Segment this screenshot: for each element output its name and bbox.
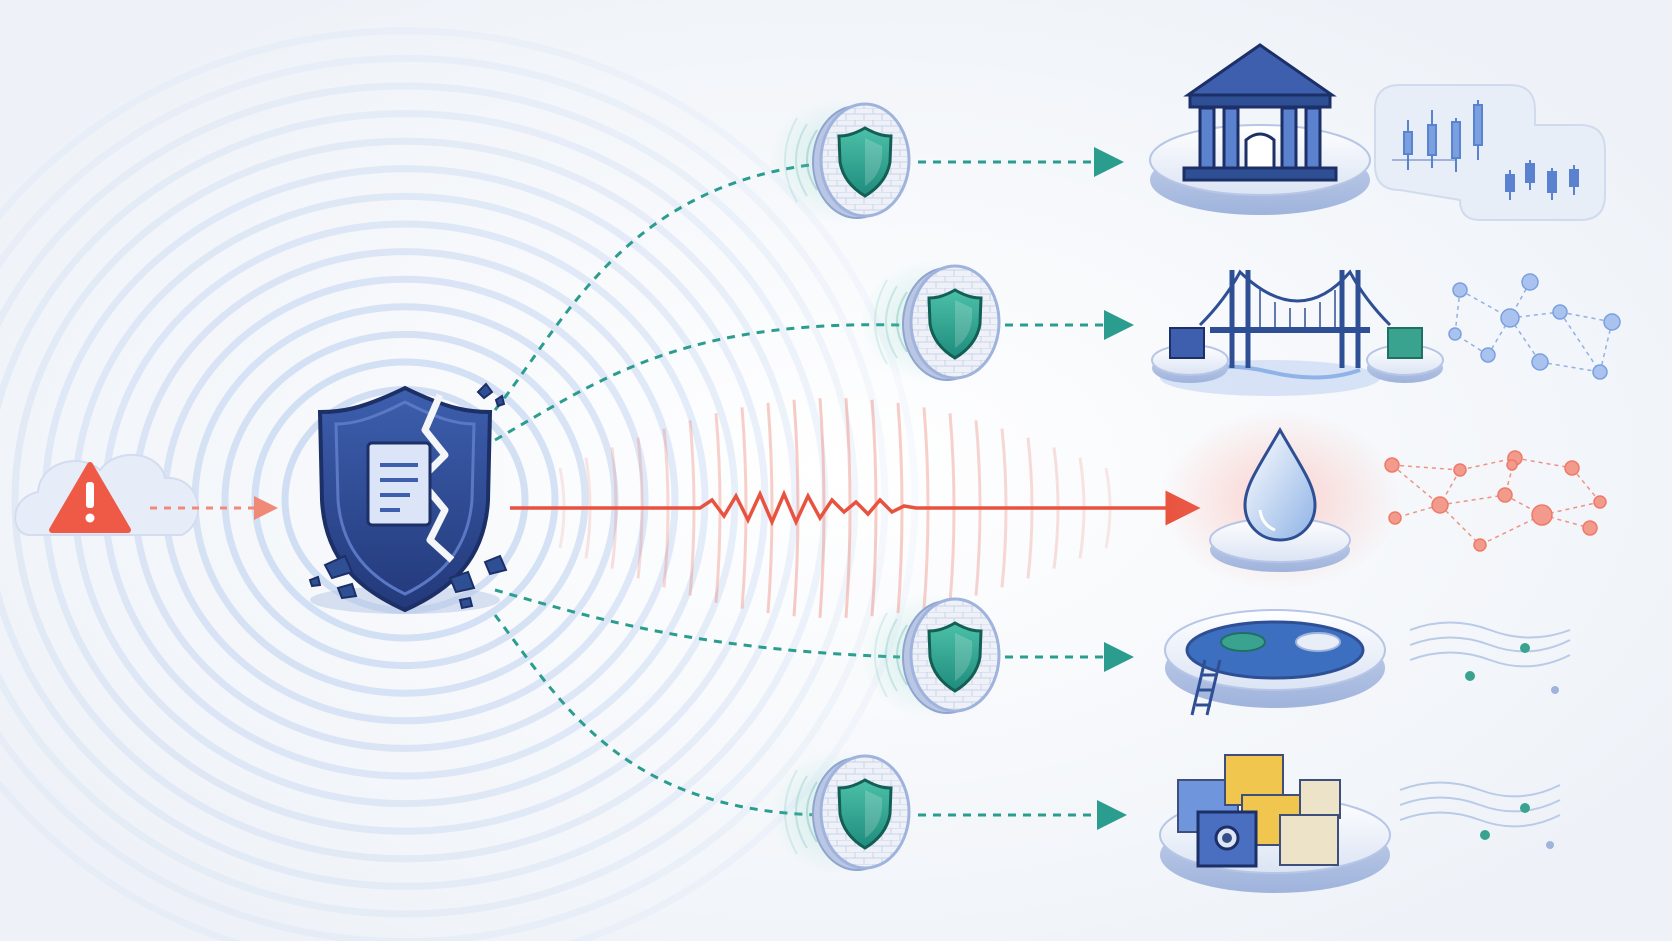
network-node: [1480, 347, 1496, 363]
hub-shield: [308, 382, 508, 614]
network-edge: [1391, 464, 1441, 506]
firewall-shield-icon: [837, 126, 893, 198]
firewall-shield-icon: [927, 288, 983, 360]
network-node: [1506, 459, 1518, 471]
network-node: [1592, 364, 1608, 380]
target-vault: [1159, 754, 1561, 893]
ripple-ring: [221, 330, 589, 670]
alert-ripple: [792, 399, 800, 617]
network-edge: [1459, 457, 1516, 471]
alert-ripple: [870, 399, 878, 617]
bank-icon: [1182, 43, 1338, 182]
alert-ripple: [740, 407, 748, 609]
target-pool: [1164, 609, 1571, 716]
liquidity-drop-icon: [1243, 426, 1317, 542]
network-edge: [1559, 311, 1613, 323]
target-bank: [1149, 43, 1606, 221]
flow-waves-icon: [1399, 781, 1561, 849]
network-node: [1564, 460, 1580, 476]
ripple-ring: [11, 137, 799, 863]
firewall-coin: [770, 98, 911, 222]
network-node: [1388, 511, 1402, 525]
connector-arrows: [918, 147, 1134, 830]
firewall-coin: [860, 260, 1001, 384]
network-node: [1552, 304, 1568, 320]
firewall-shield-icon: [837, 778, 893, 850]
network-edge: [1439, 504, 1481, 546]
network-node: [1384, 457, 1400, 473]
alert-ripple: [818, 398, 826, 618]
vault-blocks-icon: [1177, 754, 1341, 868]
pool-icon: [1185, 620, 1365, 680]
flow-waves-icon: [1409, 621, 1571, 694]
ripple-ring: [0, 110, 829, 890]
network-node: [1448, 327, 1462, 341]
ripple-ring: [0, 55, 889, 941]
teal-block-icon: [1387, 327, 1423, 359]
warning-icon: [49, 462, 131, 533]
network-node: [1497, 487, 1513, 503]
network-edge: [1504, 457, 1516, 496]
network-node: [1582, 520, 1598, 536]
network-node: [1500, 308, 1520, 328]
exposed-signal-path: [510, 489, 1201, 527]
firewall-coin: [770, 750, 911, 874]
network-edge: [1539, 361, 1601, 373]
alert-ripple: [766, 402, 774, 614]
protected-connectors: [493, 163, 901, 817]
network-node: [1453, 463, 1467, 477]
network-edge: [1459, 289, 1511, 319]
network-edge: [1391, 464, 1461, 471]
network-node: [1593, 495, 1607, 509]
firewall-coin: [860, 593, 1001, 717]
network-node: [1452, 282, 1468, 298]
network-edge: [1514, 457, 1573, 469]
firewall-coins: [770, 98, 1001, 874]
bridge-icon: [1198, 269, 1392, 368]
network-node: [1521, 273, 1539, 291]
network-node: [1531, 353, 1549, 371]
network-node: [1473, 538, 1487, 552]
target-bridge: [1151, 269, 1621, 396]
network-edge: [1439, 494, 1506, 506]
blue-block-icon: [1169, 327, 1205, 359]
firewall-shield-icon: [927, 621, 983, 693]
source-cloud: [14, 453, 200, 536]
candlestick-chart-icon: [1374, 84, 1606, 221]
network-node: [1431, 496, 1449, 514]
network-node: [1531, 504, 1553, 526]
network-edge: [1479, 514, 1543, 546]
network-node: [1603, 313, 1621, 331]
ladder-icon: [1190, 659, 1222, 716]
ripple-ring: [0, 82, 859, 918]
network-graph-icon: [1384, 450, 1607, 552]
network-graph-icon: [1448, 273, 1621, 380]
target-liquidity: [1160, 410, 1607, 590]
document-icon: [366, 441, 432, 527]
ripple-ring: [0, 27, 919, 941]
